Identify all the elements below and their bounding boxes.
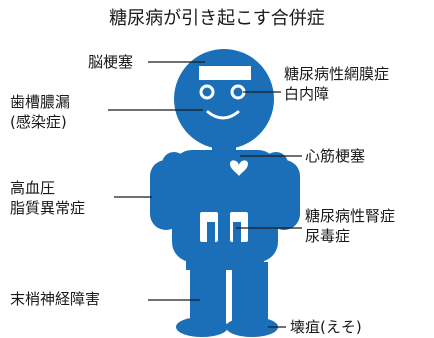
label-gangrene: 壊疽(えそ) xyxy=(290,317,362,337)
right-foot xyxy=(226,317,278,337)
left-shoulder xyxy=(162,152,186,182)
leader-lines xyxy=(108,61,302,328)
right-shoulder xyxy=(264,152,288,182)
label-nephropathy-line2: 尿毒症 xyxy=(305,227,351,245)
right-leg xyxy=(232,262,268,328)
label-retinopathy-line1: 糖尿病性網膜症 xyxy=(284,65,390,83)
head xyxy=(174,49,274,149)
label-retinopathy-line2: 白内障 xyxy=(284,85,330,103)
label-stroke: 脳梗塞 xyxy=(88,52,133,72)
label-neuropathy: 末梢神経障害 xyxy=(10,289,100,309)
kidney-symbol xyxy=(200,212,248,242)
label-myocardial-infarction: 心筋梗塞 xyxy=(305,146,365,166)
label-stroke-text: 脳梗塞 xyxy=(88,53,134,71)
left-eye xyxy=(199,84,215,100)
label-nephropathy: 糖尿病性腎症 尿毒症 xyxy=(305,206,395,246)
torso xyxy=(172,150,278,262)
left-foot xyxy=(176,317,228,337)
forehead-band xyxy=(199,66,251,80)
label-hypertension-line2: 脂質異常症 xyxy=(10,199,86,217)
label-neuropathy-text: 末梢神経障害 xyxy=(10,290,101,308)
label-gangrene-text: 壊疽(えそ) xyxy=(290,318,362,336)
label-periodontal: 歯槽膿漏 (感染症) xyxy=(10,92,70,132)
label-retinopathy: 糖尿病性網膜症 白内障 xyxy=(284,64,389,104)
label-hypertension: 高血圧 脂質異常症 xyxy=(10,178,85,218)
mouth xyxy=(206,110,240,120)
human-body-silhouette xyxy=(150,49,300,337)
label-periodontal-line1: 歯槽膿漏 xyxy=(10,93,71,111)
label-myocardial-infarction-text: 心筋梗塞 xyxy=(305,147,366,165)
diagram-title: 糖尿病が引き起こす合併症 xyxy=(109,8,325,29)
left-leg xyxy=(190,262,226,328)
heart-icon xyxy=(230,160,248,176)
label-hypertension-line1: 高血圧 xyxy=(10,179,56,197)
label-periodontal-line2: (感染症) xyxy=(10,113,67,131)
label-nephropathy-line1: 糖尿病性腎症 xyxy=(305,207,396,225)
